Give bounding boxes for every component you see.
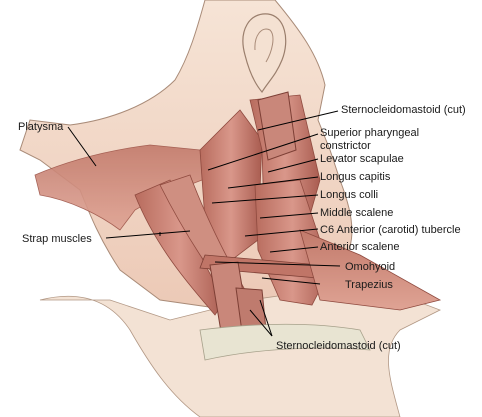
ear-icon	[242, 13, 287, 94]
label-strap-muscles: Strap muscles	[22, 233, 92, 245]
leader-lines	[67, 110, 341, 337]
label-scm-cut-bottom: Sternocleidomastoid (cut)	[276, 340, 401, 352]
label-c6-tubercle: C6 Anterior (carotid) tubercle	[320, 224, 461, 236]
label-superior-pharyngeal-constrictor: Superior pharyngeal constrictor	[320, 127, 420, 152]
clavicle	[199, 323, 371, 361]
label-longus-colli: Longus colli	[320, 189, 379, 201]
label-longus-capitis: Longus capitis	[320, 171, 391, 183]
label-levator-scapulae: Levator scapulae	[320, 153, 404, 165]
label-anterior-scalene: Anterior scalene	[320, 241, 400, 253]
trapezius-muscle	[299, 229, 442, 311]
label-scm-cut-top: Sternocleidomastoid (cut)	[341, 104, 466, 116]
label-middle-scalene: Middle scalene	[320, 207, 394, 219]
ear-inner	[254, 28, 274, 63]
label-platysma: Platysma	[18, 121, 64, 133]
label-omohyoid: Omohyoid	[345, 261, 396, 273]
label-trapezius: Trapezius	[345, 279, 393, 291]
